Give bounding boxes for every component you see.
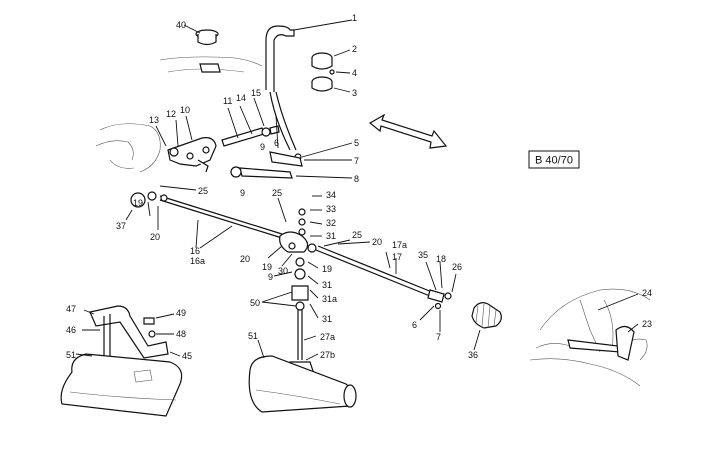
label-17: 17 <box>392 252 402 262</box>
label-31a: 31a <box>322 294 337 304</box>
lower-left-assembly <box>60 305 183 417</box>
label-15: 15 <box>251 88 261 98</box>
part-labels: 1 2 4 3 40 5 7 8 6 9 9 11 14 15 13 12 10… <box>66 13 652 361</box>
label-36: 36 <box>468 350 478 360</box>
label-23: 23 <box>642 319 652 329</box>
label-27a: 27a <box>320 332 335 342</box>
label-12: 12 <box>166 109 176 119</box>
housing-top <box>159 56 263 73</box>
diagram-code-box: B 40/70 <box>528 150 580 169</box>
bushings-2-3-4 <box>311 49 351 93</box>
label-6-low: 6 <box>412 320 417 330</box>
selector-rod-right <box>307 239 457 332</box>
label-46: 46 <box>66 325 76 335</box>
label-51-mid: 51 <box>248 331 258 341</box>
central-pivot <box>261 195 323 375</box>
label-9-upper: 9 <box>260 142 265 152</box>
label-10: 10 <box>180 105 190 115</box>
label-2: 2 <box>352 44 357 54</box>
label-7-low: 7 <box>436 332 441 342</box>
upper-linkage <box>221 97 353 179</box>
label-6: 6 <box>274 138 279 148</box>
label-25-left: 25 <box>198 186 208 196</box>
label-35: 35 <box>418 250 428 260</box>
right-housing <box>529 288 651 387</box>
label-47: 47 <box>66 304 76 314</box>
label-4: 4 <box>352 68 357 78</box>
plug-part-40 <box>183 24 219 46</box>
label-7: 7 <box>354 156 359 166</box>
label-45: 45 <box>182 351 192 361</box>
label-24: 24 <box>642 288 652 298</box>
rubber-boot-part-36 <box>471 302 502 351</box>
label-33: 33 <box>326 204 336 214</box>
label-27b: 27b <box>320 350 335 360</box>
label-13: 13 <box>149 115 159 125</box>
label-49: 49 <box>176 308 186 318</box>
label-32: 32 <box>326 218 336 228</box>
label-31-top: 31 <box>326 231 336 241</box>
left-housing <box>95 115 217 173</box>
label-19-mid: 19 <box>262 262 272 272</box>
label-31-low: 31 <box>322 314 332 324</box>
label-19-right: 19 <box>322 264 332 274</box>
label-3: 3 <box>352 88 357 98</box>
label-19-left: 19 <box>133 198 143 208</box>
label-18: 18 <box>436 254 446 264</box>
label-26: 26 <box>452 262 462 272</box>
label-9-mid: 9 <box>240 188 245 198</box>
label-48: 48 <box>176 329 186 339</box>
label-16a: 16a <box>190 256 205 266</box>
label-25-right: 25 <box>352 230 362 240</box>
label-8: 8 <box>354 174 359 184</box>
label-11: 11 <box>223 96 232 106</box>
label-1: 1 <box>352 13 357 23</box>
label-9-low: 9 <box>268 272 273 282</box>
label-34: 34 <box>326 190 336 200</box>
label-20-right: 20 <box>372 237 382 247</box>
label-20-mid: 20 <box>240 254 250 264</box>
label-17a: 17a <box>392 240 407 250</box>
label-16: 16 <box>190 246 200 256</box>
diagram-code: B 40/70 <box>535 155 573 167</box>
label-25-top: 25 <box>272 188 282 198</box>
gear-lever-part-1 <box>265 19 353 151</box>
label-14: 14 <box>236 93 246 103</box>
direction-arrow <box>368 113 448 149</box>
lower-middle-tube <box>248 339 357 413</box>
label-37: 37 <box>116 221 126 231</box>
label-50: 50 <box>250 298 260 308</box>
label-51-left: 51 <box>66 350 76 360</box>
label-31-mid: 31 <box>322 280 332 290</box>
selector-rod-left <box>125 185 283 249</box>
label-20-left: 20 <box>150 232 160 242</box>
label-40: 40 <box>176 20 186 30</box>
label-5: 5 <box>354 138 359 148</box>
label-30: 30 <box>278 266 288 276</box>
